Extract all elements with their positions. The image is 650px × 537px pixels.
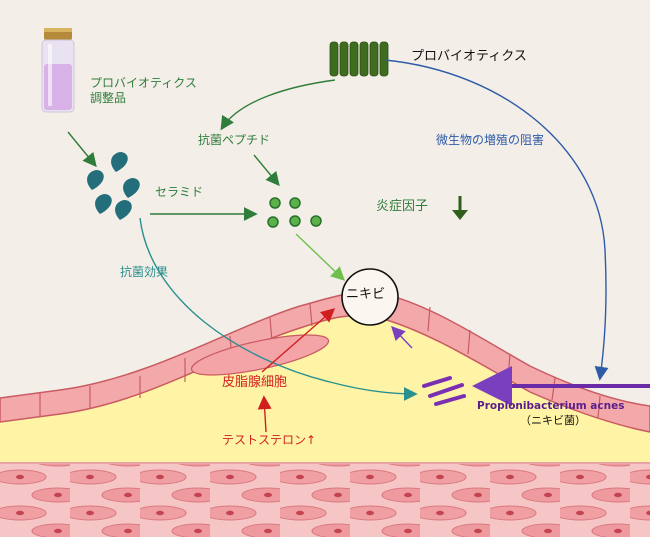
arrow-vial-to-ceramide <box>67 131 97 168</box>
arrow-bacteria-to-acne <box>391 325 413 349</box>
vial-icon <box>41 28 75 113</box>
probiotic-bacteria-icon <box>329 41 389 77</box>
arrow-antibacterial-to-bacteria <box>139 217 418 401</box>
arrow-peptide-label-to-dots <box>253 154 280 187</box>
label-ceramide: セラミド <box>155 185 204 199</box>
arrow-probiotics-to-peptide <box>220 79 336 131</box>
label-probiotics: プロバイオティクス <box>411 49 527 64</box>
dermis-tissue <box>0 462 650 537</box>
label-probiotics-preparation: プロバイオティクス 調整品 <box>90 76 197 105</box>
down-arrow-icon <box>452 196 468 220</box>
label-microbial-growth-inhibition: 微生物の増殖の阻害 <box>436 133 545 147</box>
arrow-sebaceous-to-acne <box>261 308 336 373</box>
label-antibacterial-effect: 抗菌効果 <box>120 265 169 279</box>
sebaceous-gland <box>190 334 330 376</box>
label-sebaceous-cell: 皮脂腺細胞 <box>222 375 288 390</box>
ceramide-droplets <box>87 152 140 220</box>
label-p-acnes: Propionibacterium acnes <box>477 400 625 412</box>
epidermis-layer <box>0 291 650 433</box>
label-testosterone: テストステロン↑ <box>222 433 317 447</box>
label-p-acnes-jp: （ニキビ菌） <box>520 414 586 427</box>
arrow-dots-to-acne <box>295 233 346 281</box>
sebum-layer <box>0 303 650 470</box>
acne-circle <box>341 268 399 326</box>
epidermis-cell-borders <box>39 303 601 419</box>
bacteria-icon <box>422 376 466 406</box>
arrow-probiotics-to-bacteria <box>384 59 609 381</box>
label-inflammatory-factor: 炎症因子 <box>376 199 429 214</box>
label-acne: ニキビ <box>346 287 386 302</box>
label-antimicrobial-peptide: 抗菌ペプチド <box>198 133 271 147</box>
arrow-testosterone-to-sebaceous <box>257 395 272 433</box>
peptide-dots <box>267 197 322 228</box>
